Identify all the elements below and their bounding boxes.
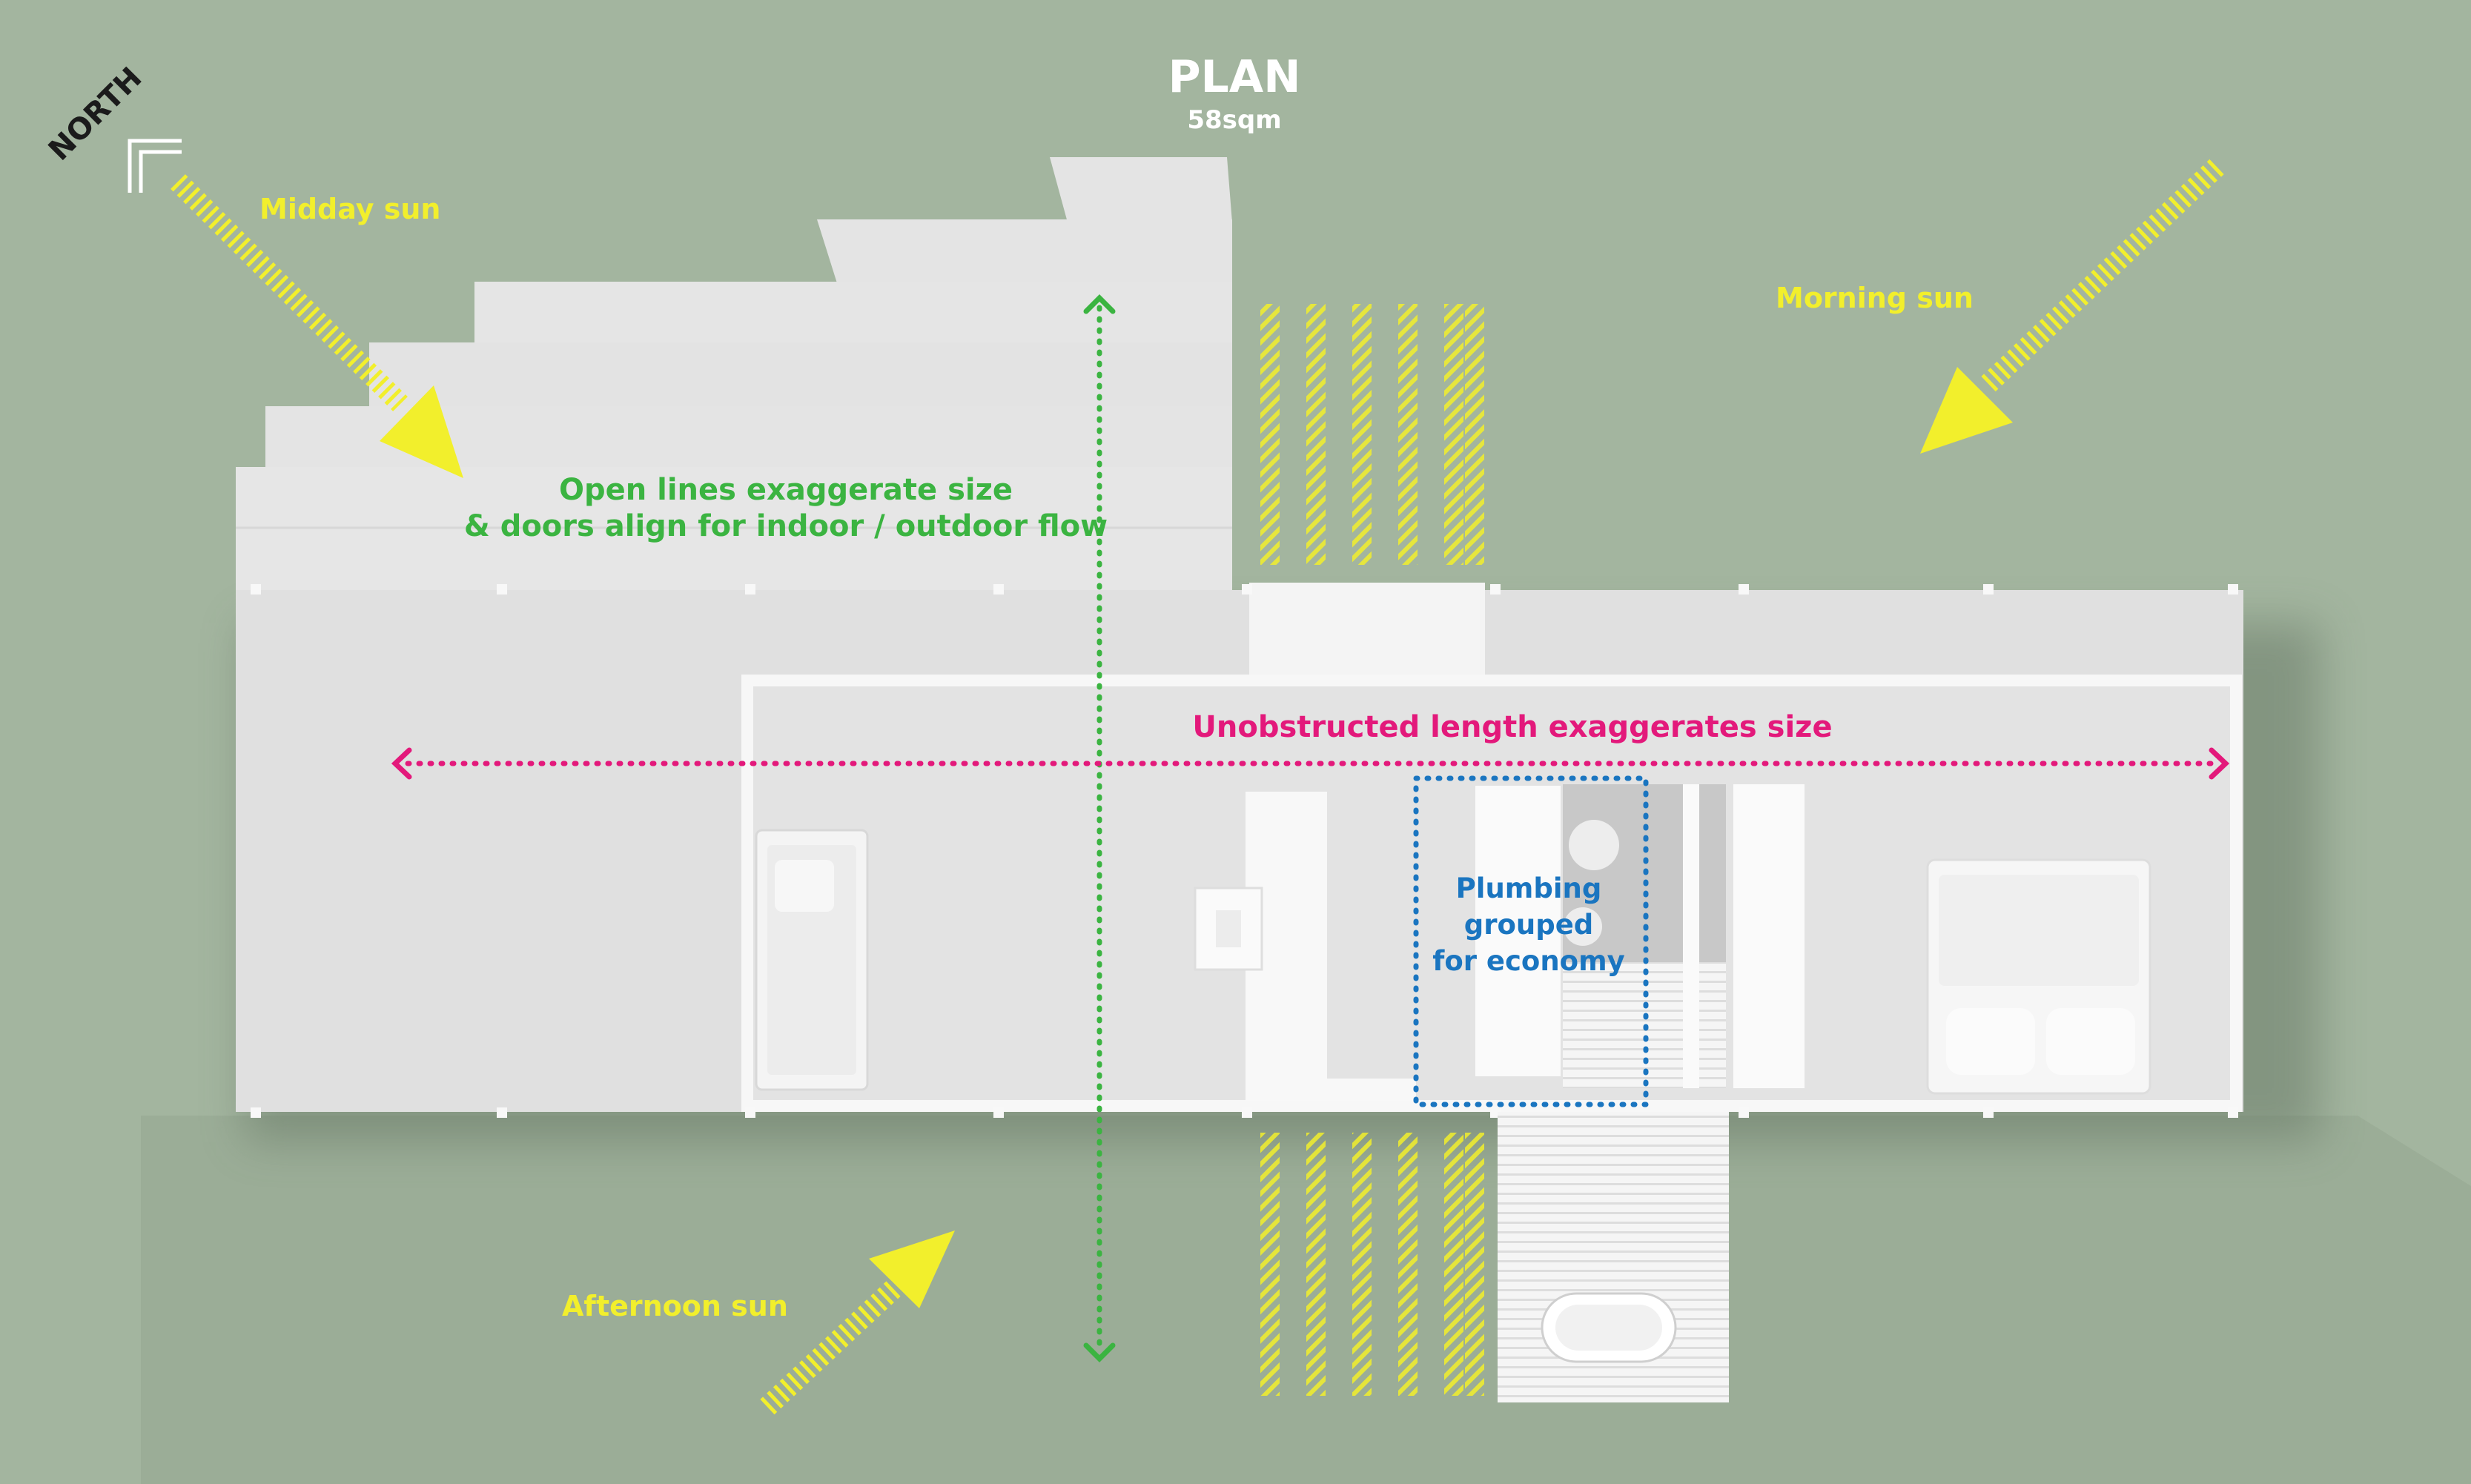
north-arrow-icon bbox=[128, 139, 182, 193]
plumbing-zone bbox=[1413, 775, 1649, 1107]
plan-title: PLAN bbox=[1168, 51, 1301, 103]
outdoor-bath-deck bbox=[1498, 1112, 1729, 1402]
airflow-hatch-top bbox=[1260, 304, 1484, 565]
unobstructed-length-label: Unobstructed length exaggerates size bbox=[1192, 710, 1833, 744]
plan-area: 58sqm bbox=[1187, 105, 1282, 135]
bathroom bbox=[1475, 784, 1805, 1088]
stepped-deck bbox=[236, 157, 1232, 593]
post-markers bbox=[251, 584, 2238, 1118]
unobstructed-length-arrow bbox=[391, 747, 2230, 780]
afternoon-sun-label: Afternoon sun bbox=[562, 1290, 788, 1322]
open-lines-label-line-2: & doors align for indoor / outdoor flow bbox=[463, 509, 1108, 543]
plumbing-label-line-1: Plumbing bbox=[1455, 872, 1602, 904]
couch bbox=[755, 829, 869, 1091]
plumbing-label-line-2: grouped bbox=[1463, 908, 1594, 941]
entry-gap bbox=[1249, 583, 1485, 678]
open-lines-label-line-1: Open lines exaggerate size bbox=[558, 473, 1013, 507]
morning-sun-arrow bbox=[1920, 159, 2224, 454]
morning-sun-label: Morning sun bbox=[1776, 282, 1974, 314]
midday-sun-arrow bbox=[171, 174, 463, 478]
kitchen-block bbox=[1194, 792, 1416, 1101]
airflow-hatch-bottom bbox=[1260, 1133, 1484, 1396]
midday-sun-label: Midday sun bbox=[259, 193, 441, 225]
afternoon-sun-arrow bbox=[760, 1230, 955, 1415]
ground-shadow bbox=[141, 1116, 2471, 1484]
plumbing-label: Plumbing grouped for economy bbox=[1432, 871, 1625, 979]
bed bbox=[1926, 858, 2151, 1095]
indoor-outdoor-flow-arrow bbox=[1083, 294, 1116, 1362]
plumbing-label-line-3: for economy bbox=[1432, 944, 1625, 977]
